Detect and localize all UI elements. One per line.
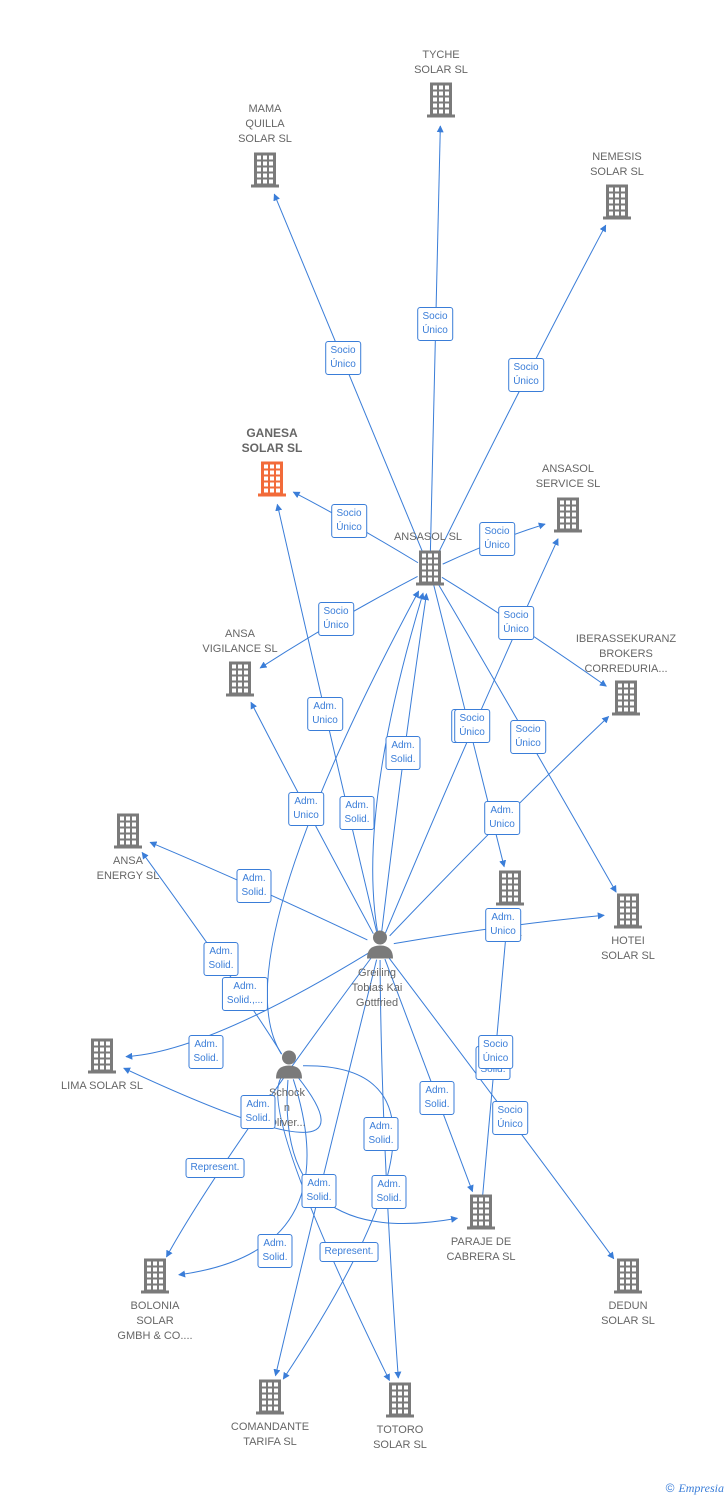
edge-schock-bolonia bbox=[178, 1079, 308, 1278]
edge-label[interactable]: Adm. Solid. bbox=[419, 1081, 455, 1115]
edge-label[interactable]: Adm. Unico bbox=[307, 697, 343, 731]
edge-label[interactable]: Adm. Solid. bbox=[203, 942, 239, 976]
edge-label[interactable]: Socio Único bbox=[417, 307, 453, 341]
edge-label[interactable]: Socio Único bbox=[318, 602, 354, 636]
edge-label[interactable]: Socio Único bbox=[325, 341, 361, 375]
brand-logo: Empresia bbox=[678, 1481, 724, 1495]
edge-label[interactable]: Adm. Solid. bbox=[301, 1174, 337, 1208]
node-label-totoro[interactable]: TOTORO SOLAR SL bbox=[373, 1424, 427, 1451]
edge-label[interactable]: Adm. Unico bbox=[288, 792, 324, 826]
building-icon[interactable] bbox=[613, 893, 643, 934]
edge-label[interactable]: Socio Único bbox=[508, 358, 544, 392]
edge-label[interactable]: Socio Único bbox=[331, 504, 367, 538]
edge-label[interactable]: Adm. Solid. bbox=[339, 796, 375, 830]
building-icon[interactable] bbox=[495, 870, 525, 911]
node-label-mama[interactable]: MAMA QUILLA SOLAR SL bbox=[238, 103, 292, 145]
node-label-schock[interactable]: Schock n Oliver... bbox=[268, 1087, 306, 1129]
node-label-bolonia[interactable]: BOLONIA SOLAR GMBH & CO.... bbox=[117, 1300, 193, 1342]
edge-schock-ansasol bbox=[266, 590, 420, 1055]
edge-label[interactable]: Represent. bbox=[319, 1242, 379, 1262]
edge-label[interactable]: Socio Único bbox=[498, 606, 534, 640]
edge-label[interactable]: Adm. Solid. bbox=[385, 736, 421, 770]
edge-label[interactable]: Adm. Solid.,... bbox=[221, 977, 269, 1011]
edge-label[interactable]: Adm. Solid. bbox=[363, 1117, 399, 1151]
node-label-dedun[interactable]: DEDUN SOLAR SL bbox=[601, 1300, 655, 1327]
building-icon[interactable] bbox=[553, 497, 583, 538]
node-label-ganesa[interactable]: GANESA SOLAR SL bbox=[241, 426, 303, 455]
building-icon[interactable] bbox=[140, 1258, 170, 1299]
building-icon[interactable] bbox=[611, 680, 641, 721]
edge-greiling-ansasol bbox=[372, 592, 425, 933]
edge-label[interactable]: Socio Único bbox=[492, 1101, 528, 1135]
edge-label[interactable]: Socio Único bbox=[477, 1035, 514, 1069]
edge-ansasol-mama bbox=[273, 193, 426, 558]
node-label-hotei[interactable]: HOTEI SOLAR SL bbox=[601, 935, 655, 962]
building-icon[interactable] bbox=[426, 82, 456, 123]
building-icon[interactable] bbox=[466, 1194, 496, 1235]
edge-label[interactable]: Adm. Solid. bbox=[188, 1035, 224, 1069]
edge-label[interactable]: Socio Único bbox=[510, 720, 546, 754]
node-label-ansa-energy[interactable]: ANSA ENERGY SL bbox=[96, 855, 160, 882]
building-icon[interactable] bbox=[255, 1379, 285, 1420]
building-icon[interactable] bbox=[415, 550, 445, 591]
building-icon[interactable] bbox=[113, 813, 143, 854]
building-icon[interactable] bbox=[257, 461, 287, 502]
node-label-ansa-vig[interactable]: ANSA VIGILANCE SL bbox=[202, 628, 278, 655]
edge-greiling-lima bbox=[125, 952, 369, 1060]
edge-label[interactable]: Represent. bbox=[185, 1158, 245, 1178]
edge-label[interactable]: Adm. Solid. bbox=[236, 869, 272, 903]
building-icon[interactable] bbox=[602, 184, 632, 225]
watermark[interactable]: ©Empresia bbox=[666, 1481, 724, 1496]
edge-label[interactable]: Adm. Solid. bbox=[240, 1095, 276, 1129]
edge-label[interactable]: Adm. Solid. bbox=[257, 1234, 293, 1268]
edge-greiling-totoro bbox=[379, 959, 402, 1379]
edge-greiling-comandante bbox=[273, 959, 378, 1377]
edge-label[interactable]: Adm. Unico bbox=[485, 908, 521, 942]
edge-greiling-bolonia bbox=[166, 956, 373, 1258]
edge-label[interactable]: Socio Único bbox=[454, 709, 490, 743]
node-label-tyche[interactable]: TYCHE SOLAR SL bbox=[414, 49, 468, 76]
edge-label[interactable]: Adm. Unico bbox=[484, 801, 520, 835]
node-label-paraje[interactable]: PARAJE DE CABRERA SL bbox=[446, 1236, 516, 1263]
edge-schock-totoro bbox=[277, 1077, 390, 1382]
building-icon[interactable] bbox=[87, 1038, 117, 1079]
copyright-icon: © bbox=[665, 1481, 675, 1495]
node-label-comandante[interactable]: COMANDANTE TARIFA SL bbox=[230, 1421, 310, 1448]
edge-schock-lima bbox=[123, 1067, 322, 1133]
building-icon[interactable] bbox=[385, 1382, 415, 1423]
node-label-ansasol[interactable]: ANSASOL SL bbox=[393, 531, 463, 543]
building-icon[interactable] bbox=[613, 1258, 643, 1299]
building-icon[interactable] bbox=[225, 661, 255, 702]
building-icon[interactable] bbox=[250, 152, 280, 193]
person-icon[interactable] bbox=[365, 929, 395, 964]
node-label-iberas[interactable]: IBERASSEKURANZ BROKERS CORREDURIA... bbox=[575, 633, 677, 675]
node-label-lima[interactable]: LIMA SOLAR SL bbox=[61, 1080, 143, 1092]
node-label-ansasol-service[interactable]: ANSASOL SERVICE SL bbox=[535, 463, 601, 490]
node-label-greiling[interactable]: Greiling Tobias Kai Gottfried bbox=[351, 967, 403, 1009]
node-label-nemesis[interactable]: NEMESIS SOLAR SL bbox=[590, 151, 644, 178]
person-icon[interactable] bbox=[274, 1049, 304, 1084]
edge-label[interactable]: Adm. Solid. bbox=[371, 1175, 407, 1209]
edge-label[interactable]: Socio Único bbox=[479, 522, 515, 556]
